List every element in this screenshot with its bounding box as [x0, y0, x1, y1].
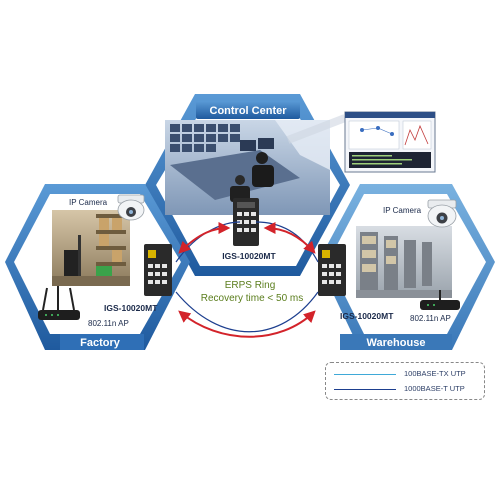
factory-title-bar: [60, 334, 144, 350]
warehouse-image: [356, 226, 452, 298]
center-switch-label: IGS-10020MT: [222, 251, 276, 261]
erps-recovery-time: Recovery time < 50 ms: [201, 293, 304, 304]
ring-link-red-factory-center: [178, 222, 231, 254]
control-center-label: Control Center: [210, 105, 288, 117]
ring-link-red-factory-warehouse: [178, 310, 316, 338]
ring-link-red-center-warehouse: [263, 222, 316, 254]
operator-person: [256, 152, 268, 164]
control-center-title-bar: [196, 101, 300, 119]
legend-item-tx: 100BASE-TX UTP: [334, 367, 478, 381]
warehouse-wireless-ap: [420, 290, 460, 310]
warehouse-camera-label: IP Camera: [383, 206, 422, 215]
warehouse-zone: IP Camera IGS-10020MT 802.11n AP Warehou…: [318, 184, 495, 350]
warehouse-switch-label: IGS-10020MT: [340, 311, 394, 321]
legend-line-t: [334, 389, 396, 390]
legend-line-tx: [334, 374, 396, 375]
factory-ip-camera: [117, 194, 145, 221]
management-software-screenshot: [286, 111, 436, 173]
factory-zone: IP Camera IGS-10020MT 802.11n AP Fa: [5, 184, 190, 350]
legend: 100BASE-TX UTP 1000BASE-T UTP: [325, 362, 485, 400]
warehouse-ip-camera: [427, 199, 457, 228]
warehouse-label: Warehouse: [367, 337, 426, 349]
erps-ring-title: ERPS Ring: [225, 280, 276, 291]
warehouse-title-bar: [340, 334, 452, 350]
warehouse-switch: [318, 244, 346, 296]
factory-wireless-ap: [38, 286, 80, 320]
factory-camera-label: IP Camera: [69, 198, 108, 207]
legend-item-t: 1000BASE-T UTP: [334, 382, 478, 396]
control-room-image: [165, 120, 330, 215]
operator-person-2: [235, 175, 245, 185]
warehouse-ap-label: 802.11n AP: [410, 314, 451, 323]
erps-ring: [175, 221, 319, 338]
factory-ap-label: 802.11n AP: [88, 319, 129, 328]
factory-label: Factory: [80, 337, 121, 349]
ring-link-blue-factory-warehouse: [175, 291, 319, 333]
factory-image: [52, 210, 130, 286]
legend-label-t: 1000BASE-T UTP: [404, 384, 465, 393]
factory-switch-label: IGS-10020MT: [104, 303, 158, 313]
factory-switch: [144, 244, 172, 296]
legend-label-tx: 100BASE-TX UTP: [404, 369, 466, 378]
